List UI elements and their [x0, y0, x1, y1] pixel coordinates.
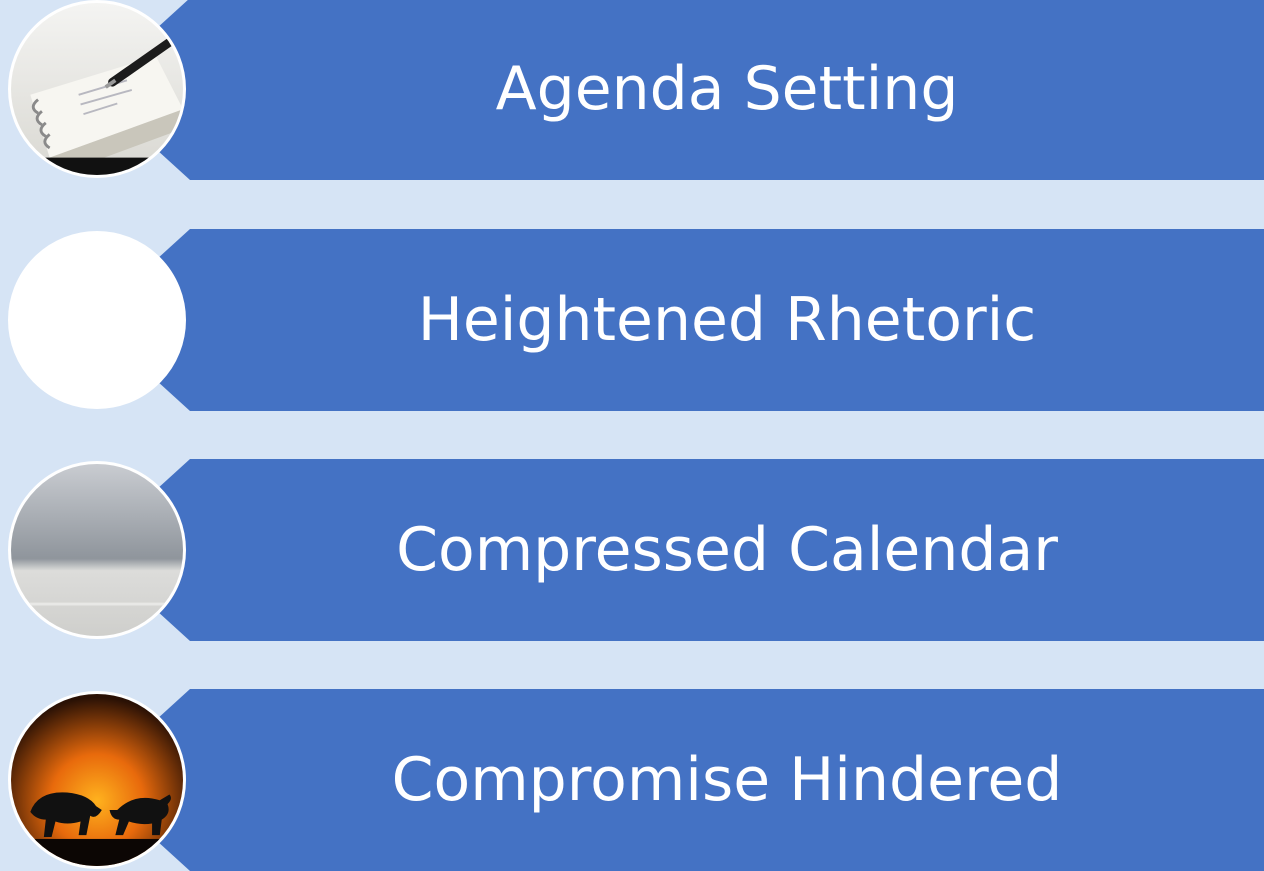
notebook-pen-image [8, 0, 186, 178]
step-1: Agenda Setting [0, 0, 1264, 180]
step-label: Compressed Calendar [396, 515, 1058, 585]
bear-bull-image [8, 691, 186, 869]
step-label: Heightened Rhetoric [417, 285, 1037, 355]
step-4: Compromise Hindered [0, 689, 1264, 871]
step-band [90, 459, 1264, 641]
step-3: Compressed Calendar [0, 459, 1264, 641]
step-band [90, 689, 1264, 871]
step-band [90, 0, 1264, 180]
horizon-image [8, 461, 186, 639]
step-label: Compromise Hindered [391, 745, 1063, 815]
step-band [90, 229, 1264, 411]
step-2: Heightened Rhetoric [0, 229, 1264, 411]
blank-image [8, 231, 186, 409]
step-label: Agenda Setting [495, 54, 959, 124]
